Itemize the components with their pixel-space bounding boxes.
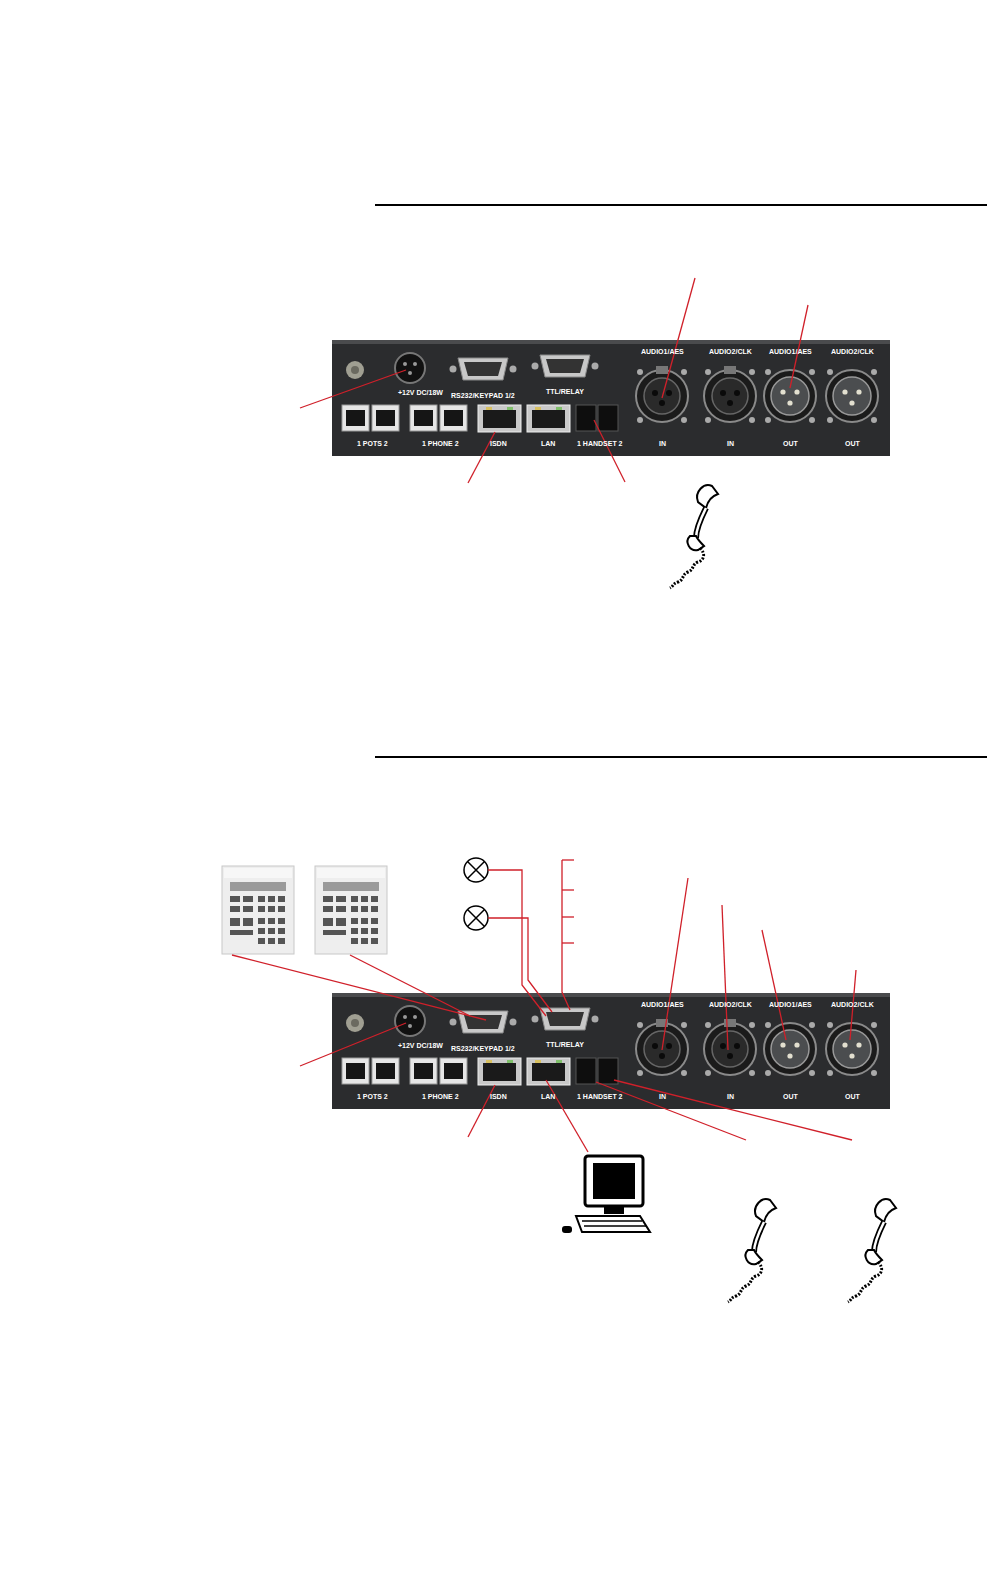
connector-label: AUDIO1/AES bbox=[641, 1001, 684, 1009]
connector-label: LAN bbox=[541, 1093, 555, 1101]
connector-label: 1 PHONE 2 bbox=[422, 1093, 459, 1101]
lamp-symbol bbox=[464, 858, 488, 882]
leader-lines bbox=[300, 278, 808, 483]
connector-label: ISDN bbox=[490, 440, 507, 448]
computer-icon bbox=[562, 1156, 650, 1233]
handset-icon bbox=[670, 485, 718, 588]
connector-label: 1 PHONE 2 bbox=[422, 440, 459, 448]
connector-label: 1 POTS 2 bbox=[357, 1093, 388, 1101]
connector-label: IN bbox=[659, 1093, 666, 1101]
connector-label: AUDIO2/CLK bbox=[831, 348, 874, 356]
connector-label: AUDIO1/AES bbox=[769, 1001, 812, 1009]
handset-icon bbox=[728, 1199, 776, 1302]
connector-label: AUDIO2/CLK bbox=[709, 348, 752, 356]
connector-label: IN bbox=[659, 440, 666, 448]
keypad-icon bbox=[315, 866, 387, 954]
connector-label: ISDN bbox=[490, 1093, 507, 1101]
connector-label: TTL/RELAY bbox=[546, 388, 584, 396]
connector-label: RS232/KEYPAD 1/2 bbox=[451, 1045, 515, 1053]
keypad-icon bbox=[222, 866, 294, 954]
connector-label: IN bbox=[727, 440, 734, 448]
connector-label: AUDIO1/AES bbox=[641, 348, 684, 356]
connector-label: AUDIO2/CLK bbox=[709, 1001, 752, 1009]
connector-label: 1 HANDSET 2 bbox=[577, 1093, 623, 1101]
connector-label: LAN bbox=[541, 440, 555, 448]
connector-label: IN bbox=[727, 1093, 734, 1101]
connector-label: AUDIO1/AES bbox=[769, 348, 812, 356]
connector-label: AUDIO2/CLK bbox=[831, 1001, 874, 1009]
connector-label: OUT bbox=[845, 1093, 860, 1101]
rear-panel bbox=[332, 993, 890, 1109]
leader-lines bbox=[232, 860, 856, 1152]
section-rule bbox=[375, 756, 987, 758]
connector-label: TTL/RELAY bbox=[546, 1041, 584, 1049]
lamp-symbol bbox=[464, 906, 488, 930]
connector-label: OUT bbox=[845, 440, 860, 448]
connector-label: 1 HANDSET 2 bbox=[577, 440, 623, 448]
connector-label: +12V DC/18W bbox=[398, 389, 443, 397]
connector-label: 1 POTS 2 bbox=[357, 440, 388, 448]
section-rule bbox=[375, 204, 987, 206]
handset-icon bbox=[848, 1199, 896, 1302]
connector-label: RS232/KEYPAD 1/2 bbox=[451, 392, 515, 400]
connector-label: OUT bbox=[783, 1093, 798, 1101]
connector-label: OUT bbox=[783, 440, 798, 448]
connector-label: +12V DC/18W bbox=[398, 1042, 443, 1050]
rear-panel bbox=[332, 340, 890, 456]
